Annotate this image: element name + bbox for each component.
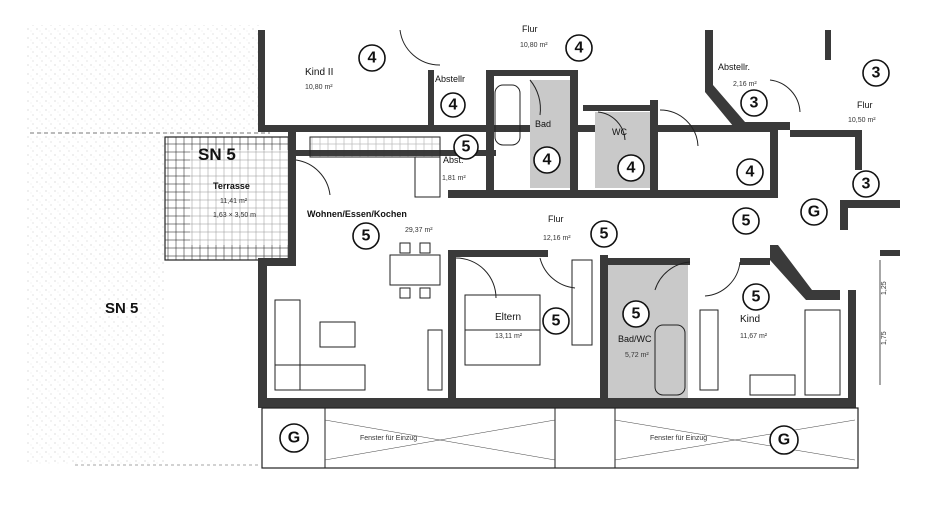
bathtub-top — [494, 84, 521, 146]
sofa — [274, 299, 366, 391]
room-name-abstellr-left: Abstellr — [435, 74, 465, 84]
terrasse-dims: 1,63 × 3,50 m — [213, 212, 256, 219]
room-name-abst: Abst. — [443, 155, 464, 165]
terrasse-sn-label: SN 5 — [198, 145, 236, 164]
balcony-strip: Fenster für Einzug Fenster für Einzug — [261, 407, 859, 469]
svg-text:4: 4 — [543, 152, 552, 169]
bathtub — [654, 324, 686, 396]
terrasse-area: 11,41 m² — [220, 198, 248, 205]
garage-marker-bottom-left: G — [279, 423, 309, 453]
level-marker-wohnen: 5 — [352, 222, 380, 250]
svg-text:4: 4 — [449, 97, 458, 114]
level-marker-kind-right: 5 — [742, 283, 770, 311]
svg-text:3: 3 — [750, 95, 759, 112]
dining-table — [389, 242, 441, 299]
level-marker-bad-top: 4 — [533, 146, 561, 174]
exterior-area — [25, 25, 260, 135]
svg-text:5: 5 — [742, 213, 751, 230]
room-area-eltern: 13,11 m² — [495, 333, 523, 340]
room-name-wc-top: WC — [612, 127, 627, 137]
level-marker-abstellr-left: 4 — [440, 92, 466, 118]
tv-cabinet — [427, 329, 443, 391]
balcony-text-left: Fenster für Einzug — [360, 435, 417, 442]
level-marker-kind-top: 4 — [358, 44, 386, 72]
level-marker-flur-top: 4 — [565, 34, 593, 62]
level-marker-flur-mid: 5 — [590, 220, 618, 248]
room-area-kind-right: 11,67 m² — [740, 333, 768, 340]
room-name-eltern: Eltern — [495, 312, 521, 323]
room-area-kind-top: 10,80 m² — [305, 84, 333, 91]
room-area-abstellr-right: 2,16 m² — [733, 81, 757, 88]
level-marker-bad-wc: 5 — [622, 300, 650, 328]
svg-text:G: G — [778, 432, 790, 449]
svg-text:3: 3 — [872, 65, 881, 82]
svg-text:4: 4 — [746, 164, 755, 181]
level-marker-eltern: 5 — [542, 307, 570, 335]
room-name-flur-top: Flur — [522, 24, 538, 34]
room-area-abst: 1,81 m² — [442, 175, 466, 182]
svg-text:5: 5 — [552, 313, 561, 330]
room-name-flur-mid: Flur — [548, 214, 564, 224]
dimension-1: 1,25 — [881, 281, 888, 295]
garage-marker-bottom-right: G — [769, 425, 799, 455]
level-marker-abstellr-right: 3 — [740, 89, 768, 117]
room-area-flur-right: 10,50 m² — [848, 117, 876, 124]
doors — [295, 29, 801, 299]
dimension-2: 1,75 — [881, 331, 888, 345]
svg-text:5: 5 — [752, 289, 761, 306]
room-name-kind-right: Kind — [740, 314, 760, 325]
level-marker-right-3: 3 — [852, 170, 880, 198]
svg-text:5: 5 — [462, 139, 471, 156]
outside-sn-label: SN 5 — [105, 300, 138, 317]
terrasse: SN 5 Terrasse 11,41 m² 1,63 × 3,50 m — [164, 136, 296, 261]
svg-text:3: 3 — [862, 176, 871, 193]
room-name-bad-top: Bad — [535, 119, 551, 129]
svg-text:4: 4 — [575, 40, 584, 57]
room-area-flur-mid: 12,16 m² — [543, 235, 571, 242]
level-marker-wc-top: 4 — [617, 154, 645, 182]
room-name-bad-wc: Bad/WC — [618, 334, 652, 344]
room-area-flur-top: 10,80 m² — [520, 42, 548, 49]
svg-text:5: 5 — [362, 228, 371, 245]
level-marker-top-right: 3 — [862, 59, 890, 87]
terrasse-name: Terrasse — [213, 181, 250, 191]
svg-text:4: 4 — [368, 50, 377, 67]
garage-marker-stair: G — [800, 198, 828, 226]
level-marker-stair-5: 5 — [732, 207, 760, 235]
svg-text:5: 5 — [632, 306, 641, 323]
level-marker-abst: 5 — [453, 134, 479, 160]
room-name-wohnen: Wohnen/Essen/Kochen — [307, 209, 407, 219]
room-area-bad-wc: 5,72 m² — [625, 352, 649, 359]
svg-text:4: 4 — [627, 160, 636, 177]
svg-text:G: G — [288, 430, 300, 447]
room-name-abstellr-right: Abstellr. — [718, 62, 750, 72]
room-name-kind-top: Kind II — [305, 67, 333, 78]
level-marker-stair-4: 4 — [736, 158, 764, 186]
exterior-area — [25, 135, 165, 465]
svg-text:G: G — [808, 204, 820, 221]
bad-wc-floor — [608, 265, 688, 398]
room-name-flur-right: Flur — [857, 100, 873, 110]
balcony-text-right: Fenster für Einzug — [650, 435, 707, 442]
room-area-wohnen: 29,37 m² — [405, 227, 433, 234]
svg-text:5: 5 — [600, 226, 609, 243]
